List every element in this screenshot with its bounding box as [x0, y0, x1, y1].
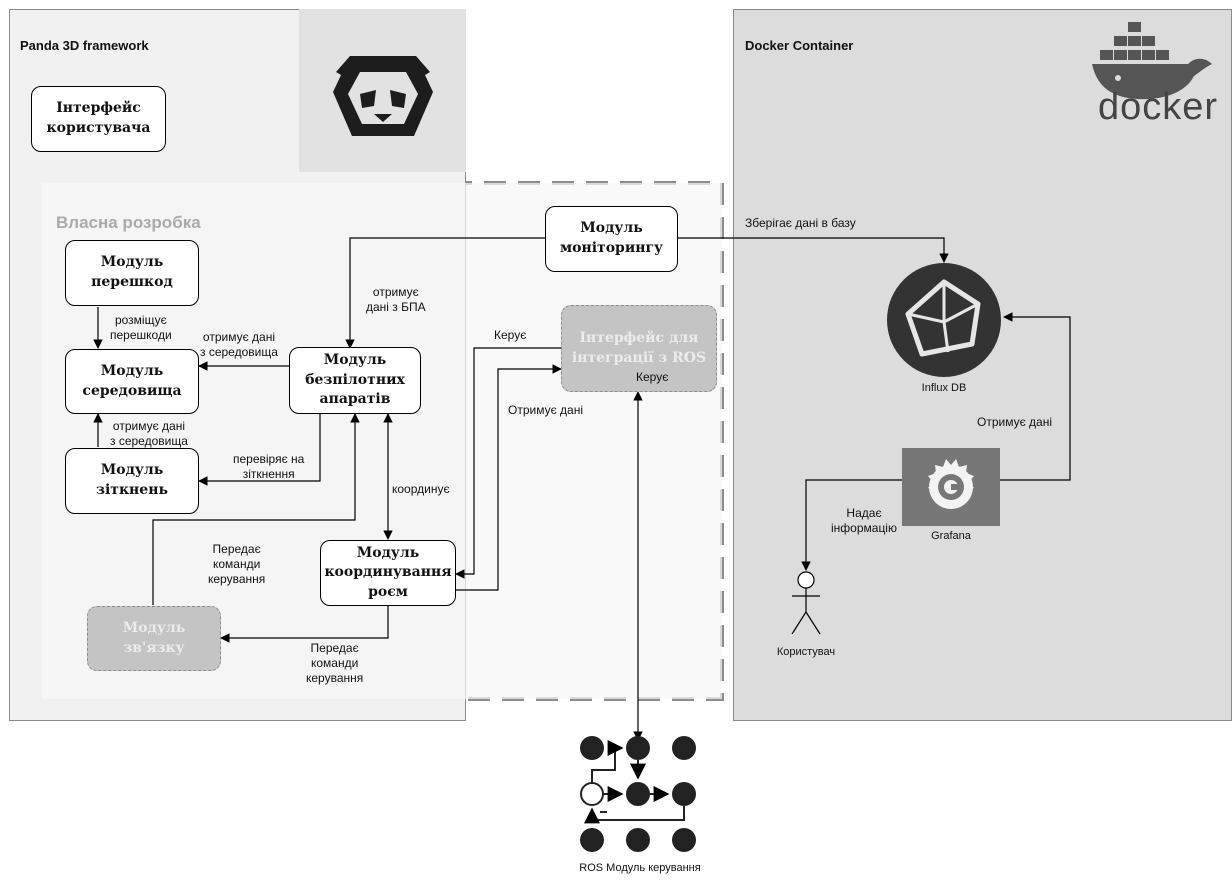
- edge-grafana-to-influx: [1000, 312, 1071, 481]
- edge-monitoring-to-uav: [345, 237, 545, 349]
- own-development-title: Власна розробка: [56, 213, 201, 232]
- influx-db-label: Influx DB: [921, 382, 967, 394]
- node-ros-interface: Інтерфейс для інтеграції з ROS: [561, 305, 717, 392]
- label-controls-2: Керує: [636, 370, 669, 384]
- label-receives-data-2: Отримує дані: [977, 415, 1053, 429]
- node-collisions-module: Модуль зіткнень: [65, 448, 199, 514]
- panda-framework-title: Panda 3D framework: [20, 38, 149, 53]
- ros-module-icon: [580, 736, 696, 852]
- docker-logo-icon: [1092, 22, 1212, 100]
- label-coordinates: координує: [392, 482, 450, 496]
- label-passes-commands-2: Передає команди керування: [306, 641, 364, 685]
- node-monitoring-module: Модуль моніторингу: [545, 206, 678, 272]
- node-communication-module: Модуль зв'язку: [87, 606, 221, 671]
- edge-ros-to-swarm: [455, 347, 561, 579]
- ros-module-label: ROS Модуль керування: [579, 862, 701, 874]
- label-places-obstacles: розміщує перешкоди: [110, 313, 172, 342]
- label-stores-db: Зберігає дані в базу: [745, 216, 856, 230]
- panda-logo-icon: [333, 56, 433, 136]
- label-controls-1: Керує: [494, 328, 527, 342]
- grafana-icon: [902, 448, 1000, 526]
- label-provides-info: Надає інформацію: [831, 506, 897, 535]
- node-environment-module: Модуль середовища: [65, 349, 199, 414]
- docker-container-region: [733, 9, 1232, 721]
- label-gets-env-data-2: отримує дані з середовища: [110, 419, 188, 448]
- edge-swarm-to-ros: [456, 364, 562, 591]
- label-gets-env-data-1: отримує дані з середовища: [200, 330, 278, 359]
- influx-db-icon: [887, 263, 1001, 377]
- label-passes-commands-1: Передає команди керування: [208, 542, 266, 586]
- node-swarm-coordination-module: Модуль координування роєм: [320, 540, 456, 606]
- edge-grafana-to-user: [801, 479, 902, 571]
- user-actor-icon: [791, 571, 821, 635]
- node-obstacles-module: Модуль перешкод: [65, 240, 199, 306]
- grafana-label: Grafana: [931, 530, 971, 542]
- label-gets-uav-data: отримує дані з БПА: [366, 285, 426, 314]
- label-checks-collision: перевіряє на зіткнення: [233, 452, 305, 481]
- edge-uav-to-collisions: [198, 414, 321, 486]
- node-user-interface: Інтерфейс користувача: [31, 86, 166, 152]
- user-label: Користувач: [776, 646, 836, 658]
- node-uav-module: Модуль безпілотних апаратів: [289, 347, 421, 414]
- edge-comm-to-uav: [152, 413, 360, 605]
- edge-swarm-to-comm: [220, 606, 389, 643]
- edge-monitoring-to-influx: [678, 237, 949, 263]
- docker-wordmark: docker: [1097, 86, 1219, 128]
- docker-container-title: Docker Container: [745, 38, 854, 53]
- label-receives-data-1: Отримує дані: [508, 403, 584, 417]
